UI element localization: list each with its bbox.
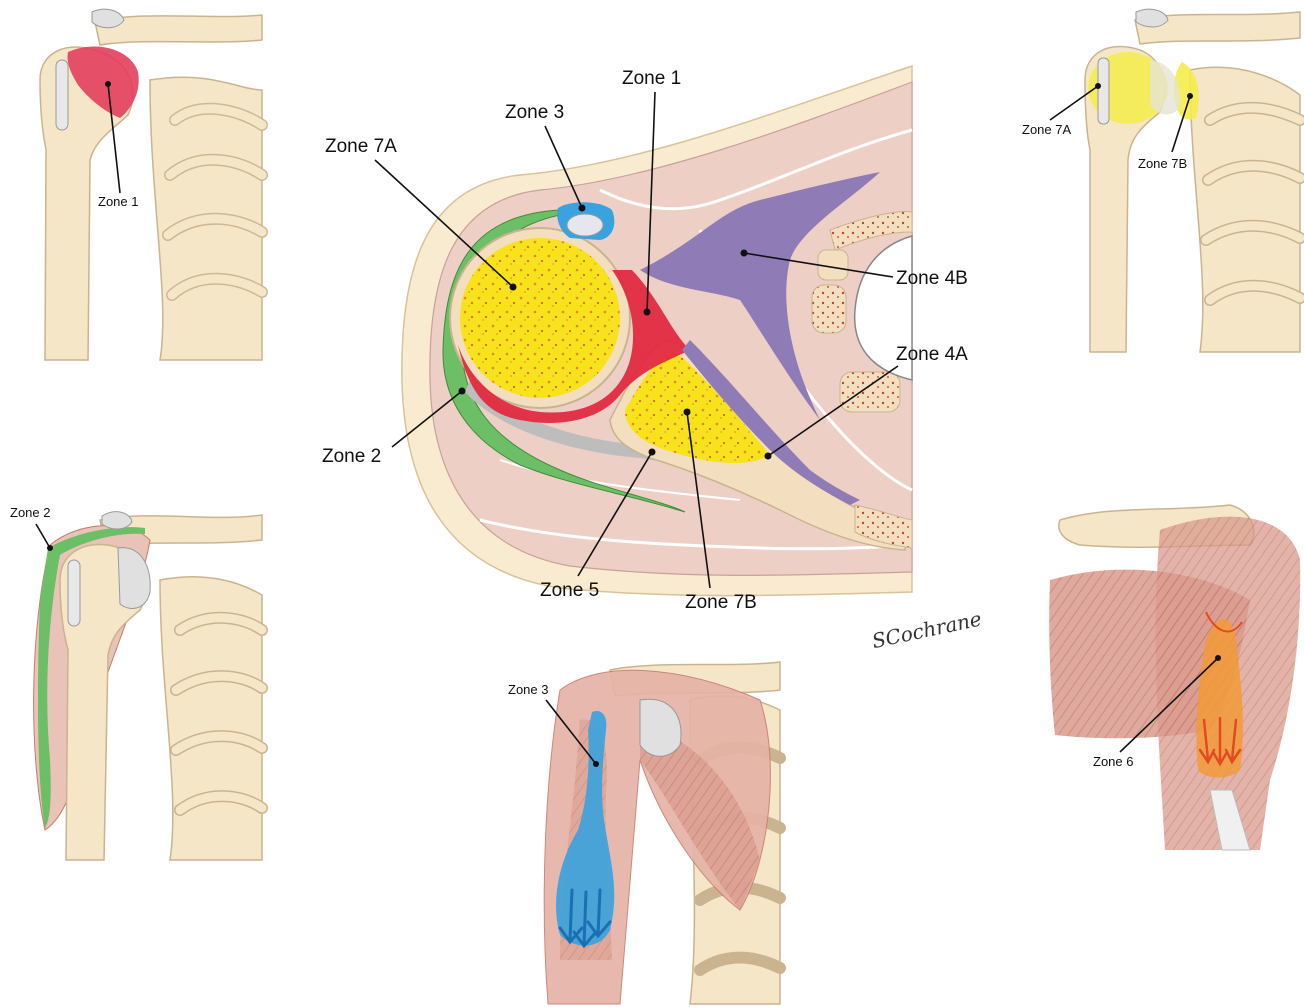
panel-zone6-label: Zone 6: [1093, 754, 1133, 769]
center-label-zone7b: Zone 7B: [685, 592, 757, 613]
acromion: [102, 512, 132, 529]
biceps-tendon: [56, 60, 68, 130]
biceps-tendon: [1098, 58, 1109, 124]
center-label-zone3: Zone 3: [505, 102, 564, 123]
center-label-zone4b: Zone 4B: [896, 268, 968, 289]
cross-section: [402, 66, 912, 596]
panel-zone3: Zone 3: [508, 662, 780, 1004]
acromion: [92, 9, 124, 28]
acromion: [1136, 9, 1168, 27]
artist-signature: SCochrane: [870, 606, 984, 653]
glenoid-neck: [1150, 60, 1180, 114]
center-label-zone7a: Zone 7A: [325, 136, 397, 157]
panel-zone2: Zone 2: [10, 505, 262, 860]
biceps-tendon: [68, 560, 80, 626]
center-label-zone2: Zone 2: [322, 446, 381, 467]
panel-zone7a-label: Zone 7A: [1022, 122, 1071, 137]
panel-zone2-label: Zone 2: [10, 505, 50, 520]
panel-zone6: Zone 6: [1049, 505, 1300, 850]
panel-zone1: Zone 1: [40, 9, 262, 360]
panel-zone7: Zone 7A Zone 7B: [1022, 9, 1300, 352]
biceps-tendon-section: [567, 214, 603, 236]
panel-zone7b-label: Zone 7B: [1138, 156, 1187, 171]
center-label-zone5: Zone 5: [540, 580, 599, 601]
panel-zone3-label: Zone 3: [508, 682, 548, 697]
panel-zone1-label: Zone 1: [98, 194, 138, 209]
center-label-zone1: Zone 1: [622, 68, 681, 89]
center-label-zone4a: Zone 4A: [896, 344, 968, 365]
zone7a-marrow: [460, 238, 620, 398]
